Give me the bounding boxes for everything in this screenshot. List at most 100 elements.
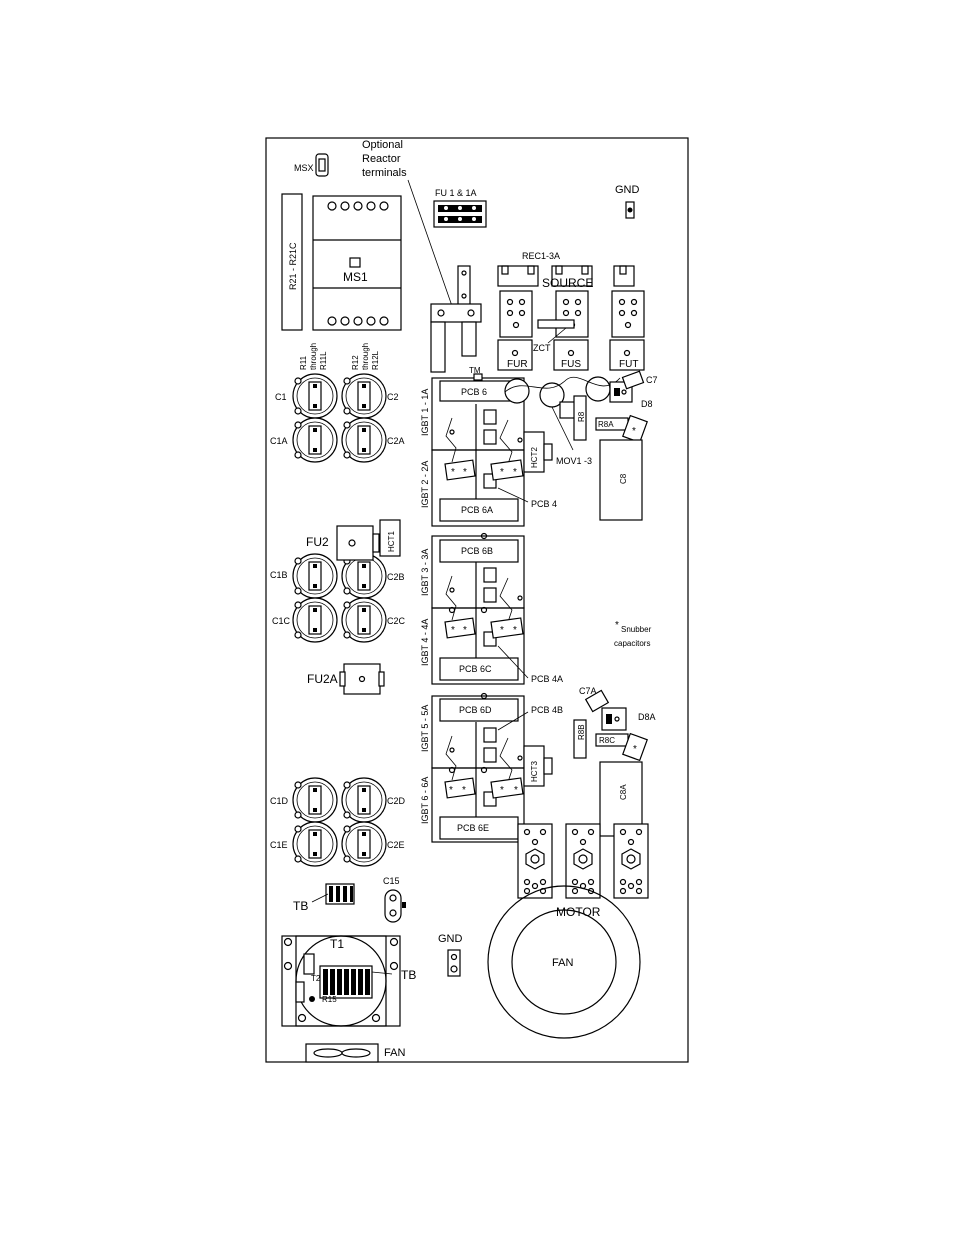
- msx-component: [315, 153, 329, 177]
- label-c1: C1: [275, 392, 287, 402]
- fu2-fuse: [336, 525, 380, 561]
- label-gnd-bottom: GND: [438, 933, 463, 945]
- label-fan-big: FAN: [552, 957, 573, 969]
- capacitor-c1e: [292, 821, 338, 867]
- label-igbt5: IGBT 5 - 5A: [420, 705, 430, 752]
- label-c1b: C1B: [270, 570, 288, 580]
- igbt-column: [431, 377, 525, 843]
- label-t2: T2: [311, 974, 321, 983]
- label-r11: R11 through R11L: [299, 343, 328, 370]
- board-outline: [265, 137, 689, 1063]
- label-fu1: FU 1 & 1A: [435, 188, 477, 198]
- svg-text:*: *: [514, 785, 518, 796]
- label-capacitors: capacitors: [614, 639, 650, 648]
- reactor-terminals: [430, 265, 482, 373]
- label-hct3: HCT3: [530, 761, 539, 782]
- label-pcb4a: PCB 4A: [531, 674, 563, 684]
- svg-text:*: *: [513, 625, 517, 636]
- label-igbt3: IGBT 3 - 3A: [420, 549, 430, 596]
- label-pcb6d: PCB 6D: [459, 705, 492, 715]
- label-tm: TM: [469, 366, 481, 375]
- label-c8: C8: [619, 473, 628, 484]
- reactor-leader-line: [407, 179, 453, 307]
- svg-text:*: *: [513, 467, 517, 478]
- capacitor-c1a: [292, 417, 338, 463]
- label-igbt1: IGBT 1 - 1A: [420, 389, 430, 436]
- label-r8c: R8C: [599, 736, 615, 745]
- svg-text:*: *: [451, 467, 455, 478]
- mov-varistors: [504, 376, 621, 408]
- c7a-d8a-assembly: [584, 689, 627, 731]
- label-r8a: R8A: [598, 420, 614, 429]
- label-rec: REC1-3A: [522, 251, 560, 261]
- fuse-fut: [609, 339, 645, 371]
- resistor-r8: [573, 395, 587, 441]
- gnd-terminal-bottom: [447, 949, 461, 977]
- resistor-r8b: [573, 719, 587, 759]
- pcb-6b: [439, 539, 519, 563]
- label-pcb6e: PCB 6E: [457, 823, 489, 833]
- svg-text:*: *: [462, 785, 466, 796]
- label-c2c: C2C: [387, 616, 406, 626]
- capacitor-c1d: [292, 777, 338, 823]
- svg-text:terminals: terminals: [362, 167, 407, 179]
- capacitor-c2a: [341, 417, 387, 463]
- gnd-terminal-top: [625, 201, 635, 219]
- label-r15: R15: [322, 995, 337, 1004]
- label-c2a: C2A: [387, 436, 405, 446]
- label-c1e: C1E: [270, 840, 288, 850]
- hct1-sensor: [379, 519, 401, 557]
- tb-terminal-block: [325, 883, 355, 905]
- label-fu2: FU2: [306, 535, 329, 549]
- label-hct1: HCT1: [387, 531, 396, 552]
- label-c1d: C1D: [270, 796, 289, 806]
- capacitor-c15: [384, 889, 406, 923]
- label-fu2a: FU2A: [307, 672, 338, 686]
- motor-terminal-3: [613, 823, 649, 899]
- label-source: SOURCE: [542, 276, 593, 290]
- label-snubber: Snubber: [621, 625, 652, 634]
- label-fus: FUS: [561, 359, 581, 370]
- label-t1: T1: [330, 937, 344, 951]
- svg-text:*: *: [451, 625, 455, 636]
- label-r8b: R8B: [577, 724, 586, 740]
- label-fan-bottom: FAN: [384, 1047, 405, 1059]
- label-pcb6c: PCB 6C: [459, 664, 492, 674]
- svg-text:R12L: R12L: [371, 350, 380, 370]
- label-gnd-top: GND: [615, 184, 640, 196]
- c7-d8-assembly: [609, 370, 645, 403]
- label-d8a: D8A: [638, 712, 656, 722]
- svg-text:*: *: [633, 744, 637, 755]
- svg-text:*: *: [500, 625, 504, 636]
- label-optional-reactor: Optional Reactor terminals: [362, 139, 407, 179]
- label-pcb6b: PCB 6B: [461, 546, 493, 556]
- label-mov: MOV1 -3: [556, 456, 592, 466]
- motor-terminal-1: [517, 823, 553, 899]
- label-d8: D8: [641, 399, 653, 409]
- svg-text:*: *: [500, 467, 504, 478]
- label-c1a: C1A: [270, 436, 288, 446]
- label-r8: R8: [577, 411, 586, 422]
- svg-text:*: *: [500, 785, 504, 796]
- svg-text:Reactor: Reactor: [362, 153, 401, 165]
- pcb-6a: [439, 498, 519, 522]
- svg-text:*: *: [463, 467, 467, 478]
- label-msx: MSX: [294, 163, 314, 173]
- capacitor-c8: [599, 439, 643, 521]
- source-fuse-holders: [499, 290, 645, 338]
- svg-text:*: *: [463, 625, 467, 636]
- capacitor-c2d: [341, 777, 387, 823]
- pcb-6d: [439, 698, 519, 722]
- fan-small: [305, 1043, 379, 1063]
- transformer-t1: [281, 935, 401, 1027]
- label-tb1: TB: [293, 899, 308, 913]
- label-ms1: MS1: [343, 270, 368, 284]
- label-r12: R12 through R12L: [351, 343, 380, 370]
- label-pcb6: PCB 6: [461, 387, 487, 397]
- svg-text:R11: R11: [299, 355, 308, 370]
- label-c1c: C1C: [272, 616, 291, 626]
- svg-text:R12: R12: [351, 355, 360, 370]
- label-c2d: C2D: [387, 796, 406, 806]
- ms1-contactor: [312, 195, 402, 331]
